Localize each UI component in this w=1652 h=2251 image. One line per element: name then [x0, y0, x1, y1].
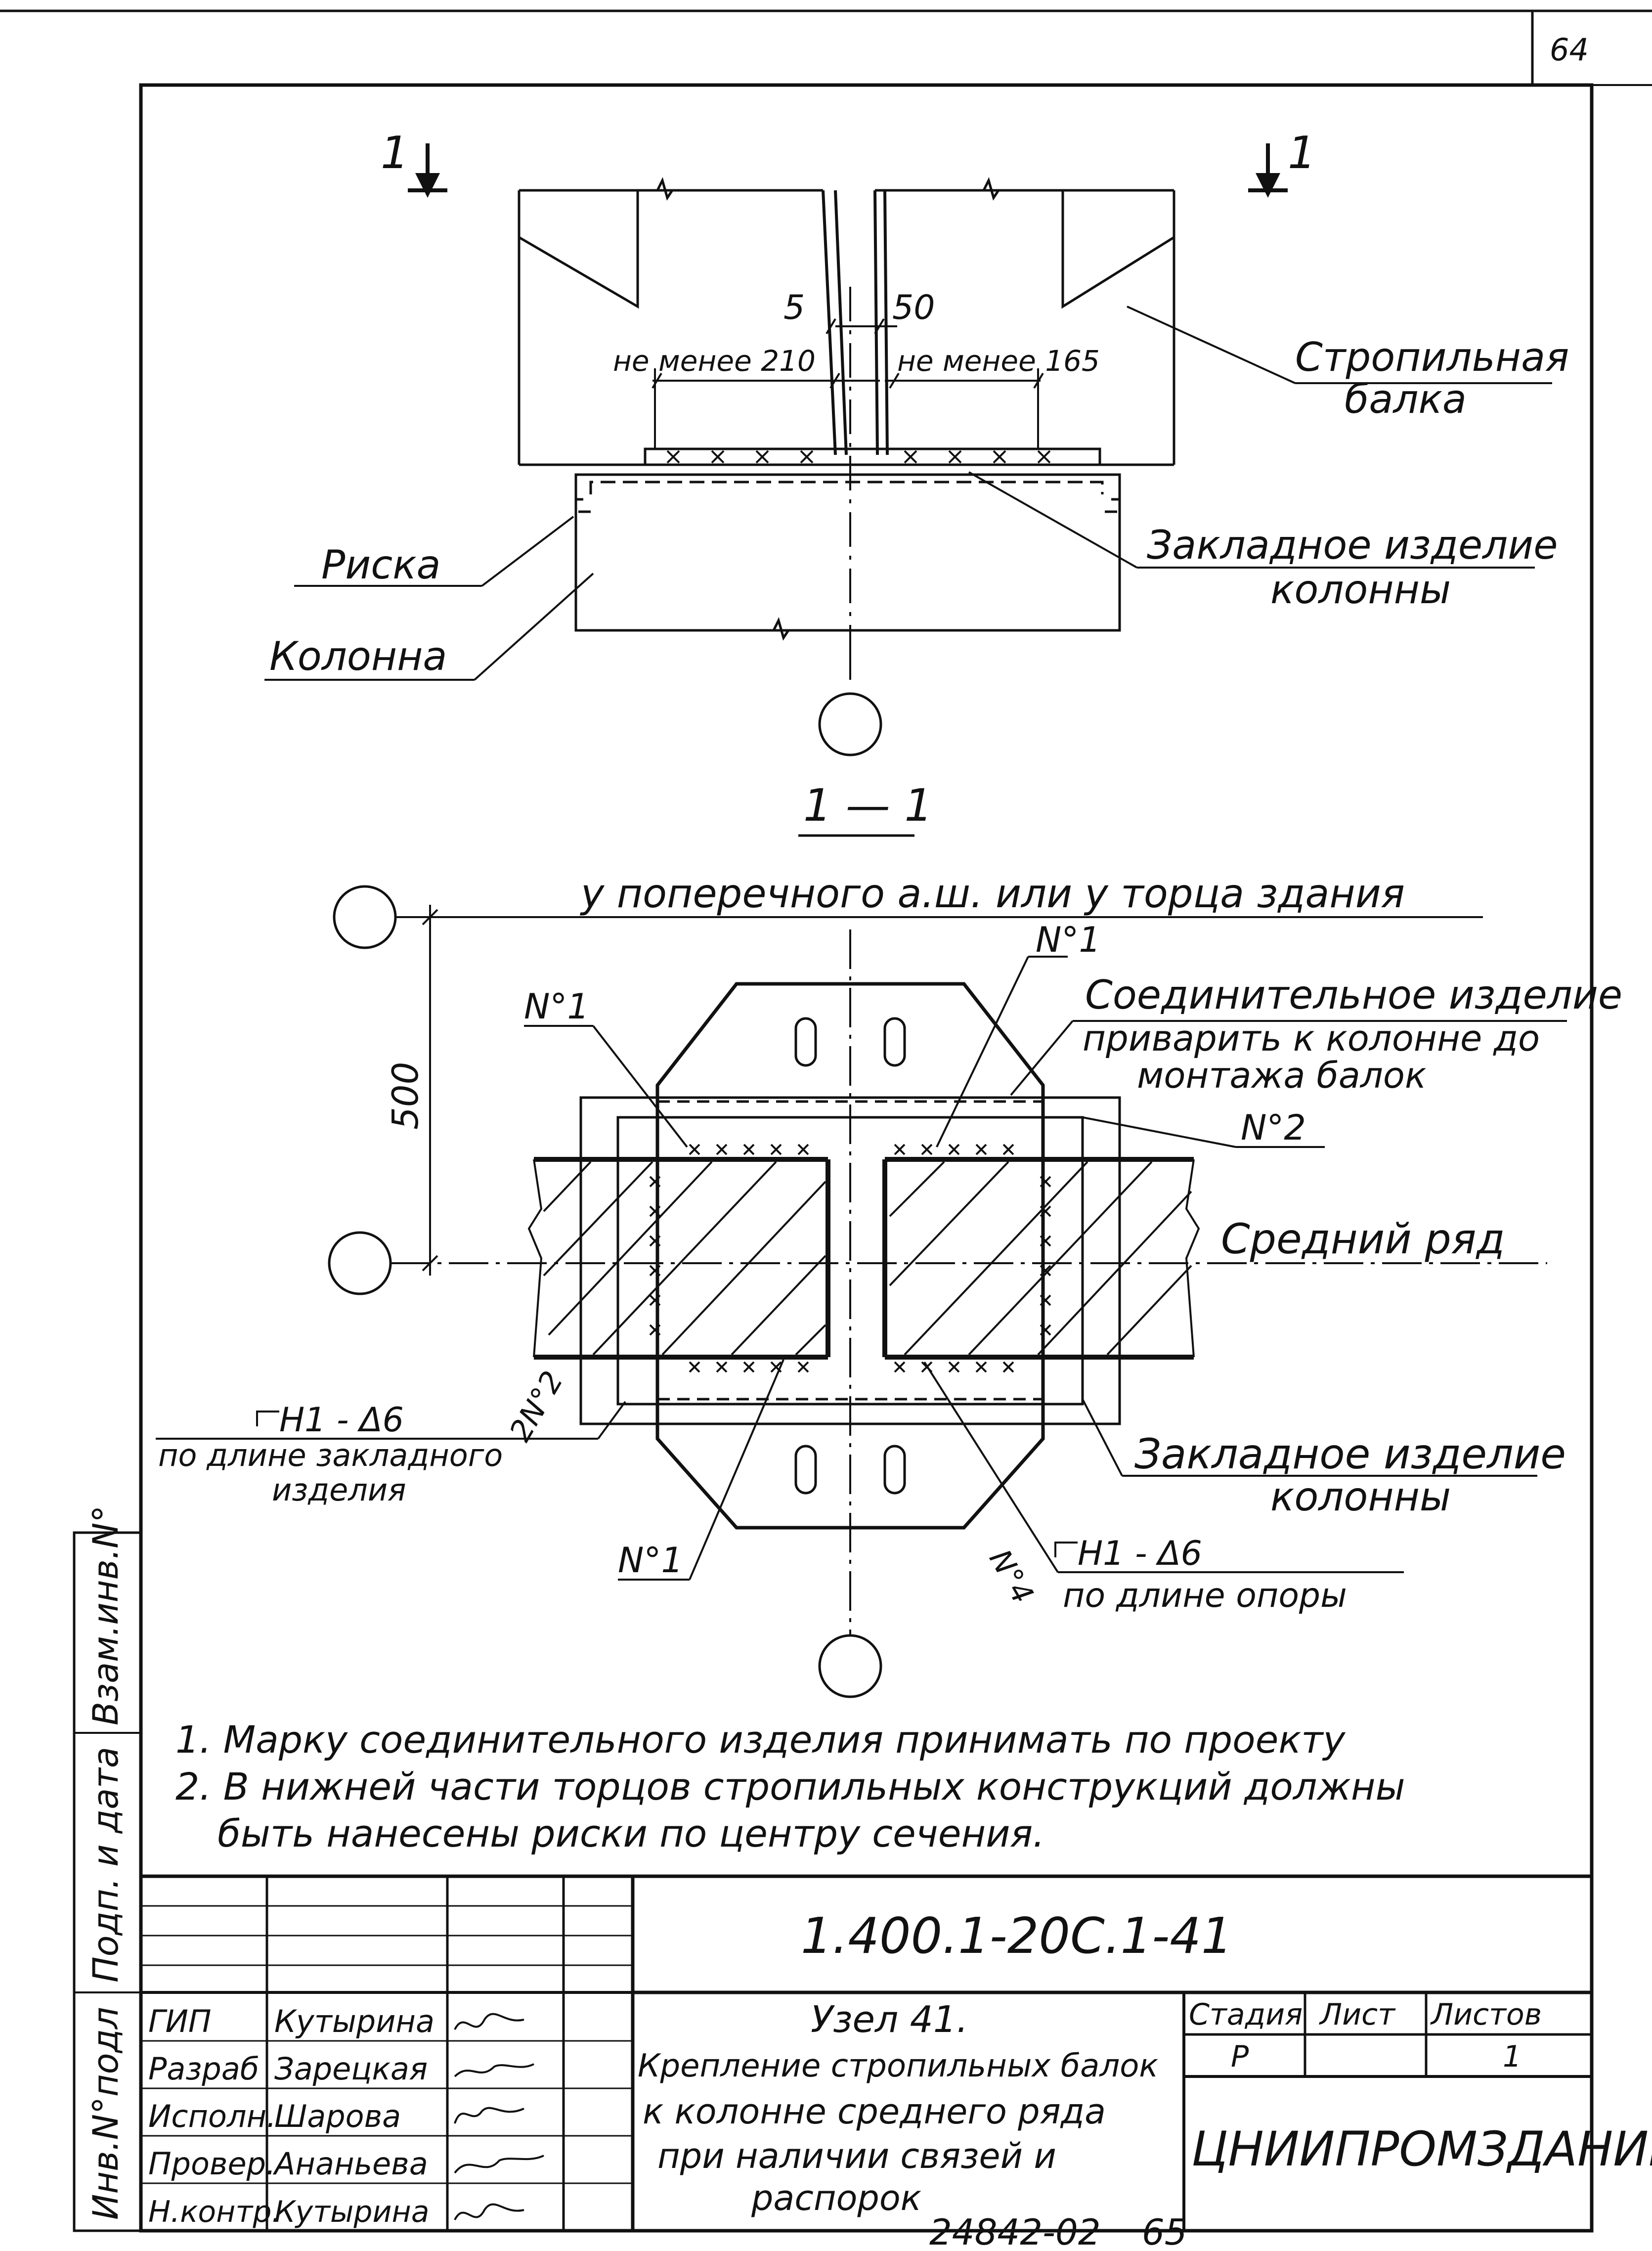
section-mark-right: [1248, 143, 1288, 198]
label-n2-right: N°2: [1241, 1107, 1306, 1148]
label-middle-row: Средний ряд: [1221, 1215, 1505, 1263]
column-top: [574, 473, 1121, 641]
label-embed-1: Закладное изделие: [1147, 522, 1558, 568]
dim-500: 500: [385, 1062, 426, 1130]
section-mark-right-label: 1: [1288, 127, 1316, 179]
note-3: быть нанесены риски по центру сечения.: [217, 1811, 1044, 1855]
side-stamp-replace: Взам.инв.N°: [86, 1505, 126, 1725]
label-n1-bottom: N°1: [618, 1540, 683, 1581]
top-dimensions: [652, 318, 1044, 450]
label-n4: N°4: [982, 1544, 1040, 1610]
tb-org: ЦНИИПРОМЗДАНИЙ: [1191, 2121, 1652, 2177]
label-connector-3: монтажа балок: [1137, 1055, 1426, 1096]
label-weld-right-1: H1 - Δ6: [1078, 1534, 1202, 1573]
tb-col-sheet: Лист: [1319, 1997, 1396, 2032]
note-1: 1. Марку соединительного изделия принима…: [175, 1718, 1346, 1762]
section-mark-left: [408, 143, 447, 198]
label-n2-left: 2N°2: [503, 1366, 570, 1448]
dim-gap-left: 5: [783, 288, 805, 327]
column-embed-outer: [579, 1096, 1121, 1425]
title-block: [141, 1874, 1592, 2231]
top-view: 1 1: [264, 127, 1569, 756]
tb-col-stage: Стадия: [1189, 1997, 1303, 2032]
embed-plate-top: [644, 447, 1101, 466]
section-title: 1 — 1: [803, 780, 933, 832]
beam-left: [518, 177, 848, 466]
label-beam-1: Стропильная: [1295, 334, 1569, 380]
label-beam-2: балка: [1345, 376, 1467, 422]
axis-bubble-top: [818, 692, 882, 756]
tb-roles: ГИП Кутырина Разраб Зарецкая Исполн. Шар…: [148, 2003, 435, 2229]
label-connector-2: приварить к колонне до: [1083, 1017, 1540, 1059]
tb-sheets: 1: [1503, 2039, 1522, 2074]
label-n1-left: N°1: [524, 986, 589, 1027]
notes: 1. Марку соединительного изделия принима…: [175, 1718, 1405, 1855]
dim-min-right: не менее 165: [897, 344, 1100, 378]
tb-title-5: распорок: [751, 2178, 921, 2218]
label-weld-right-2: по длине опоры: [1063, 1576, 1347, 1615]
label-weld-left-2: по длине закладного: [158, 1437, 503, 1473]
side-stamp-inv: Инв.N°подл: [86, 2007, 126, 2220]
name-1: Кутырина: [274, 2003, 435, 2039]
signatures: [454, 2013, 544, 2220]
sheet-frame: [0, 9, 1652, 2233]
tb-title-2: Крепление стропильных балок: [638, 2048, 1158, 2084]
label-n1-top: N°1: [1036, 920, 1101, 960]
page-number: 64: [1550, 32, 1589, 68]
role-5: Н.контр.: [148, 2195, 281, 2229]
axis-bubble-transverse: [333, 885, 397, 949]
tb-title-1: Узел 41.: [811, 1998, 968, 2041]
name-4: Ананьева: [272, 2146, 428, 2182]
side-stamp-sign: Подп. и дата: [86, 1747, 126, 1983]
axis-note: у поперечного а.ш. или у торца здания: [580, 871, 1405, 917]
role-3: Исполн.: [148, 2098, 276, 2134]
label-embed-2: колонны: [1270, 567, 1451, 613]
name-3: Шарова: [274, 2098, 401, 2134]
side-stamp: Инв.N°подл Подп. и дата Взам.инв.N°: [86, 1505, 126, 2220]
section-leaders: [156, 956, 1567, 1581]
tb-title-4: при наличии связей и: [657, 2136, 1056, 2176]
role-4: Провер.: [148, 2146, 276, 2182]
section-weld-marks: [649, 1144, 1051, 1373]
beam-hatching: [543, 1161, 1192, 1356]
tb-title-3: к колонне среднего ряда: [643, 2091, 1106, 2132]
note-2: 2. В нижней части торцов стропильных кон…: [175, 1765, 1405, 1809]
dim-min-left: не менее 210: [613, 344, 816, 378]
label-column: Колонна: [269, 633, 447, 679]
page-footer: 65: [1142, 2211, 1187, 2251]
label-embed-section-2: колонны: [1270, 1474, 1451, 1520]
role-1: ГИП: [148, 2003, 212, 2039]
slotted-holes: [794, 1017, 906, 1495]
role-2: Разраб: [148, 2051, 259, 2087]
axis-bubble-bottom: [818, 1634, 882, 1698]
connector-plate: [655, 982, 1045, 1530]
tb-stage: Р: [1231, 2039, 1249, 2074]
label-mark: Риска: [321, 542, 441, 588]
name-2: Зарецкая: [274, 2051, 428, 2087]
dim-gap-right: 50: [892, 288, 935, 327]
top-leaders: [264, 306, 1552, 681]
section-mark-left-label: 1: [381, 127, 409, 179]
axis-bubble-middle: [328, 1231, 392, 1295]
label-weld-left-1: H1 - Δ6: [279, 1401, 404, 1440]
weld-marks-top: [666, 450, 1051, 464]
label-weld-left-3: изделия: [272, 1472, 406, 1508]
label-connector-1: Соединительное изделие: [1085, 972, 1622, 1018]
archive-number: 24842-02: [929, 2211, 1101, 2251]
section-view: у поперечного а.ш. или у торца здания 50…: [156, 871, 1622, 1698]
tb-col-sheets: Листов: [1430, 1997, 1542, 2032]
label-embed-section-1: Закладное изделие: [1134, 1430, 1566, 1478]
drawing-code: 1.400.1-20С.1-41: [801, 1907, 1233, 1965]
name-5: Кутырина: [274, 2195, 430, 2229]
